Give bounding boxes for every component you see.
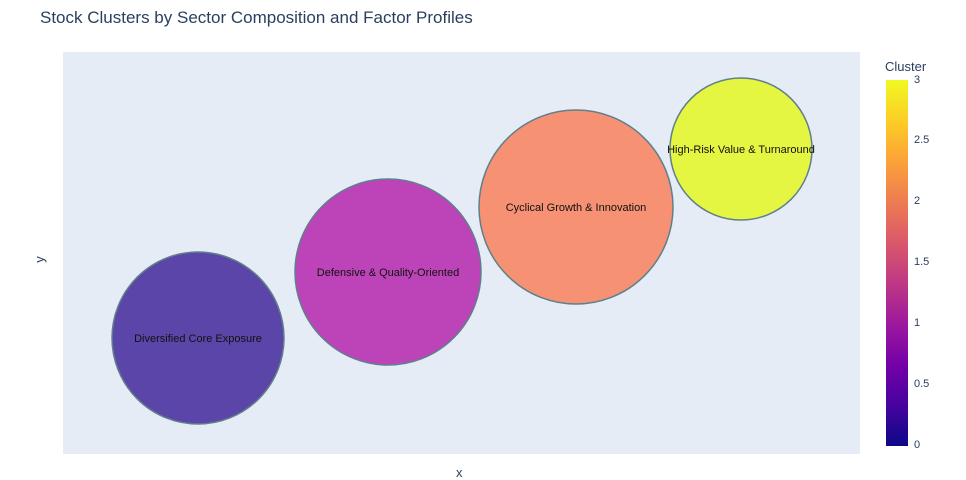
bubble-label: Diversified Core Exposure: [134, 333, 262, 345]
x-axis-label: x: [456, 465, 463, 480]
cluster-bubble[interactable]: [669, 77, 813, 221]
colorbar-tick: 2.5: [914, 134, 930, 146]
y-axis-label: y: [31, 256, 47, 263]
bubble-label: Cyclical Growth & Innovation: [506, 202, 647, 214]
colorbar-tick: 0.5: [914, 378, 930, 390]
colorbar-title: Cluster: [885, 59, 927, 74]
colorbar-tick: 2: [914, 195, 921, 207]
colorbar-tick: 3: [914, 74, 921, 86]
colorbar-tick: 1.5: [914, 256, 930, 268]
cluster-bubble[interactable]: [111, 251, 285, 425]
colorbar: [886, 80, 908, 446]
bubble-label: High-Risk Value & Turnaround: [667, 144, 815, 156]
cluster-bubble[interactable]: [478, 109, 674, 305]
chart-title: Stock Clusters by Sector Composition and…: [40, 8, 473, 27]
bubble-label: Defensive & Quality-Oriented: [317, 267, 459, 279]
colorbar-tick: 1: [914, 317, 921, 329]
colorbar-tick: 0: [914, 439, 921, 451]
cluster-bubble[interactable]: [294, 178, 482, 366]
